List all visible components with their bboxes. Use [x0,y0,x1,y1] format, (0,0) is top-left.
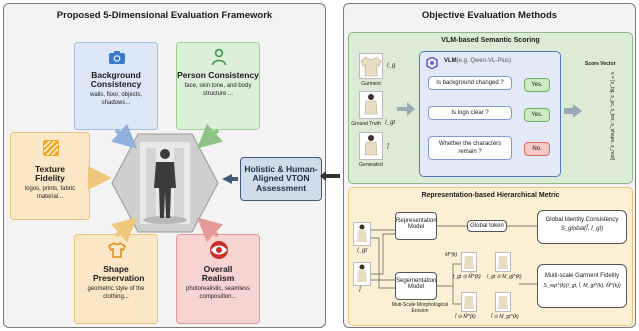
masked-gt [495,252,511,272]
ground-truth-image [359,91,383,119]
multi-scale-formula: S_rep^(k)(I_gt, Î, M_gt^(k), M̂^(k)) [543,283,621,289]
mask-label: M^(k) [445,252,458,258]
rep-gen-label: Î [359,288,361,294]
answer-characters: No. [524,142,550,156]
question-characters-text: Whether the characters remain ? [438,141,502,155]
global-identity-title: Global Identity Consistency [545,217,619,223]
multi-scale-box: Multi-scale Garment Fidelity S_rep^(k)(I… [537,264,627,308]
holistic-assessment-box: Holistic & Human-Aligned VTON Assessment [240,157,322,201]
vlm-input-arrow [397,102,415,116]
background-consistency-card: Background Consistency walls, floor, obj… [74,42,158,130]
vlm-output-arrow [564,104,582,118]
ground-truth-symbol: I_gt [385,120,396,126]
overall-realism-title: Overall Realism [201,264,235,284]
person-consistency-title: Person Consistency [177,70,259,80]
global-token-label: Global token [470,223,504,229]
ground-truth-label: Ground Truth [351,121,381,127]
garment-label: Garment [361,81,381,87]
camera-icon [108,49,126,67]
shape-preservation-title: Shape Preservation [93,264,145,284]
texture-icon [42,139,60,157]
representation-title: Representation-based Hierarchical Metric [421,192,560,199]
vlm-panel: VLM-based Semantic Scoring Garment I_g G… [348,32,633,184]
background-consistency-title: Background Consistency [90,70,142,90]
representation-model-box: Representation Model [395,212,437,240]
vlm-logo-icon [426,56,438,70]
vlm-label: VLM(e.g. Qwen-VL-Plus) [444,58,511,64]
rep-gt-label: I_gt [357,248,368,254]
eye-icon [208,240,230,260]
global-token-box: Global token [467,220,507,232]
person-consistency-card: Person Consistency face, skin tone, and … [176,42,260,130]
generated-image [359,132,383,160]
framework-title: Proposed 5-Dimensional Evaluation Framew… [56,10,273,21]
overall-realism-desc: photorealistic, seamless composition... [185,286,251,300]
global-identity-box: Global Identity Consistency S_global(Î, … [537,210,627,244]
texture-fidelity-desc: logos, prints, fabric material... [24,186,76,200]
erosion-label: Muti-Scale Morphological Erosion [391,302,449,314]
background-consistency-desc: walls, floor, objects, shadows... [89,92,143,106]
representation-model-label: Representation Model [396,218,437,230]
garment-image [359,53,383,79]
garment-symbol: I_g [387,63,396,69]
generated-symbol: Î [387,145,389,151]
rep-connectors [371,225,537,305]
score-vector-formula: s = [s_bg, s_pc, s_tex, s_shape, s_real] [609,72,615,160]
methods-panel: Objective Evaluation Methods VLM-based S… [343,3,636,328]
masked-gt-hat [461,252,477,272]
person-icon [210,48,228,66]
multi-scale-title: Multi-scale Garment Fidelity [544,273,620,279]
texture-fidelity-card: Texture Fidelity logos, prints, fabric m… [10,132,90,220]
framework-panel: Proposed 5-Dimensional Evaluation Framew… [3,3,326,328]
generated-label: Generated [359,162,383,168]
representation-panel: Representation-based Hierarchical Metric… [348,187,633,326]
holistic-assessment-label: Holistic & Human-Aligned VTON Assessment [244,164,318,193]
framework-arrows [88,123,238,243]
answer-logo: Yes. [524,108,550,122]
question-logo: Is logo clear ? [428,106,512,120]
masked-gen-hat-label: Î ⊙ M̂^(k) [455,314,476,320]
global-identity-formula: S_global(Î, I_gt) [560,226,604,232]
vlm-chat-box: VLM(e.g. Qwen-VL-Plus) Is background cha… [419,51,561,177]
masked-gen-hat [461,292,477,312]
masked-gt-hat-label: I_gt ⊙ M̂^(k) [453,274,481,280]
vlm-label-bold: VLM [444,58,457,64]
masked-gt-label: I_gt ⊙ M_gt^(k) [487,274,522,280]
rep-gt-image [353,222,371,246]
segmentation-model-label: Segementation Model [396,278,437,290]
segmentation-model-box: Segementation Model [395,272,437,300]
shape-preservation-desc: geometric style of the clothing... [87,286,145,300]
rep-gen-image [353,262,371,286]
shirt-icon [108,241,126,259]
question-background: Is background changed ? [428,76,512,90]
panel-link-arrow [320,171,340,181]
methods-title: Objective Evaluation Methods [421,10,558,21]
central-scene [110,132,220,234]
score-vector-title: Score Vector [585,61,616,67]
texture-fidelity-title: Texture Fidelity [34,164,66,184]
shape-preservation-card: Shape Preservation geometric style of th… [74,234,158,324]
answer-background: Yes. [524,78,550,92]
masked-gen [495,292,511,312]
question-characters: Whether the characters remain ? [428,136,512,160]
vlm-title: VLM-based Semantic Scoring [441,37,540,44]
masked-gen-label: Î ⊙ M_gt^(k) [491,314,519,320]
vlm-model-name: (e.g. Qwen-VL-Plus) [456,58,512,64]
person-consistency-desc: face, skin tone, and body structure ... [184,83,252,97]
